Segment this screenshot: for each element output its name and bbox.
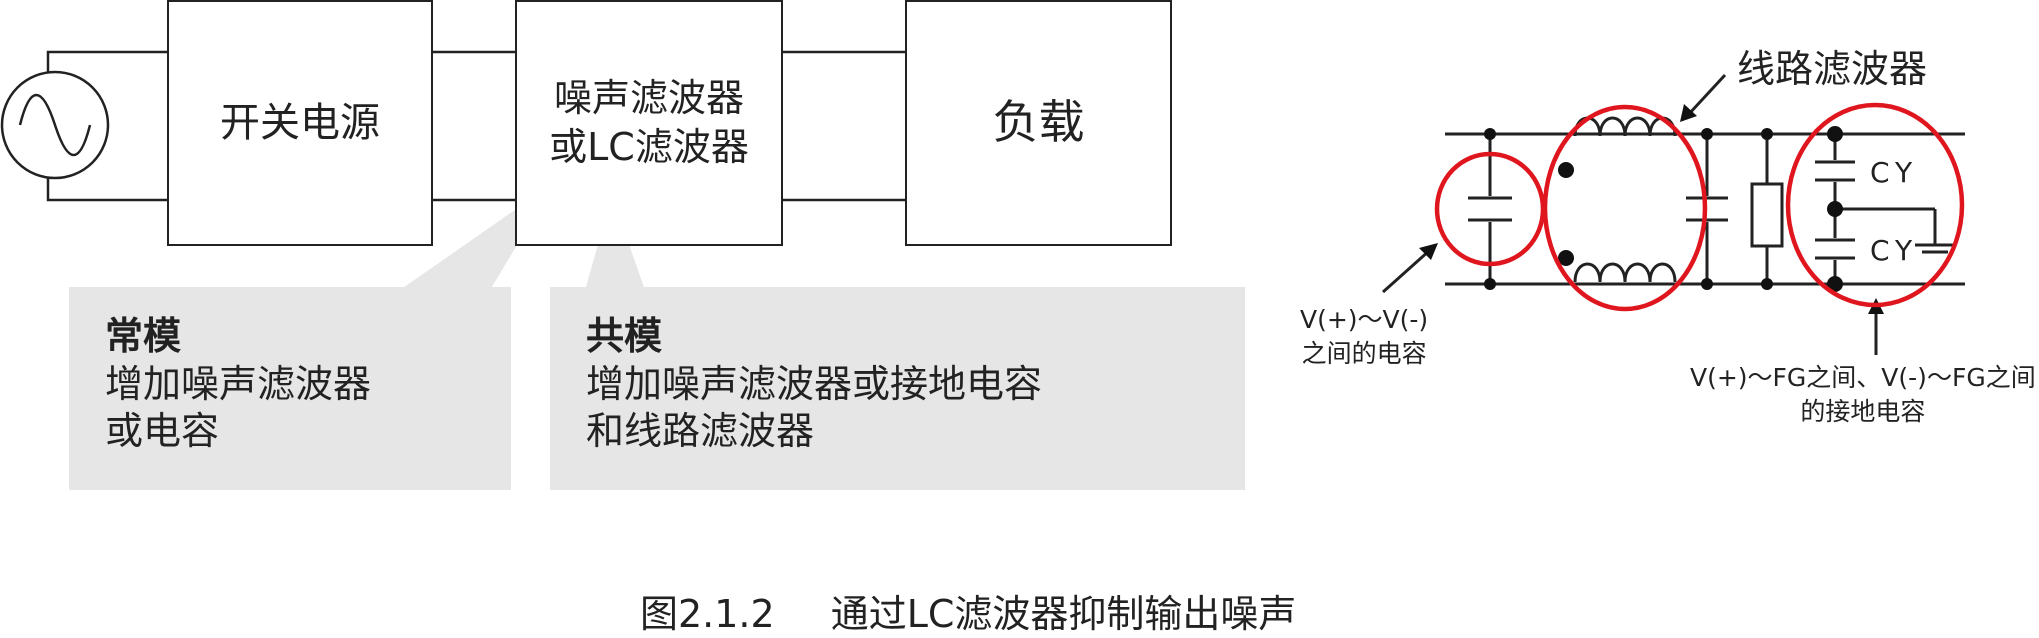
common-mode-callout: 共模 增加噪声滤波器或接地电容 和线路滤波器 bbox=[550, 287, 1245, 490]
normal-mode-title: 常模 bbox=[105, 314, 182, 358]
power-supply-label: 开关电源 bbox=[220, 100, 380, 146]
switching-power-supply-block: 开关电源 bbox=[167, 0, 433, 246]
line-filter-arrow bbox=[1686, 73, 1727, 117]
cy-label-top: CY bbox=[1870, 156, 1919, 189]
load-label: 负载 bbox=[992, 95, 1085, 150]
vv-cap-arrow bbox=[1382, 248, 1431, 294]
resistor bbox=[1750, 182, 1784, 248]
line-filter-label: 线路滤波器 bbox=[1737, 47, 1928, 91]
vv-capacitor-label: V(+)～V(-) 之间的电容 bbox=[1300, 305, 1429, 368]
common-mode-title: 共模 bbox=[586, 314, 663, 358]
arrowhead bbox=[1680, 104, 1697, 122]
load-block: 负载 bbox=[905, 0, 1172, 246]
noise-filter-block: 噪声滤波器 或LC滤波器 bbox=[515, 0, 783, 246]
choke-highlight bbox=[1542, 104, 1708, 312]
arrowhead bbox=[1419, 243, 1438, 260]
coil-polarity-dot bbox=[1558, 162, 1574, 178]
ac-source-circle bbox=[0, 70, 110, 180]
ac-source bbox=[0, 70, 110, 180]
normal-mode-callout: 常模 增加噪声滤波器 或电容 bbox=[69, 287, 511, 490]
choke-top-coil bbox=[1573, 116, 1677, 137]
wires bbox=[46, 50, 906, 202]
highlight-rings bbox=[1434, 102, 1965, 312]
line-filter-circuit bbox=[1382, 73, 1965, 355]
normal-mode-text: 增加噪声滤波器 或电容 bbox=[105, 361, 372, 454]
sine-icon bbox=[18, 93, 92, 157]
noise-filter-label: 噪声滤波器 或LC滤波器 bbox=[549, 75, 749, 169]
cy-highlight bbox=[1785, 102, 1965, 308]
choke-bottom-coil bbox=[1573, 262, 1677, 283]
figure-title: 通过LC滤波器抑制输出噪声 bbox=[830, 592, 1297, 636]
figure-caption: 图2.1.2 通过LC滤波器抑制输出噪声 bbox=[640, 583, 1296, 638]
junction-dots bbox=[1419, 104, 1884, 314]
fg-capacitor-label: V(+)～FG之间、V(-)～FG之间 的接地电容 bbox=[1690, 363, 2036, 426]
cy-label-bottom: CY bbox=[1870, 234, 1919, 267]
common-mode-text: 增加噪声滤波器或接地电容 和线路滤波器 bbox=[586, 361, 1043, 454]
coil-polarity-dot bbox=[1558, 250, 1574, 266]
figure-number: 图2.1.2 bbox=[640, 592, 775, 636]
